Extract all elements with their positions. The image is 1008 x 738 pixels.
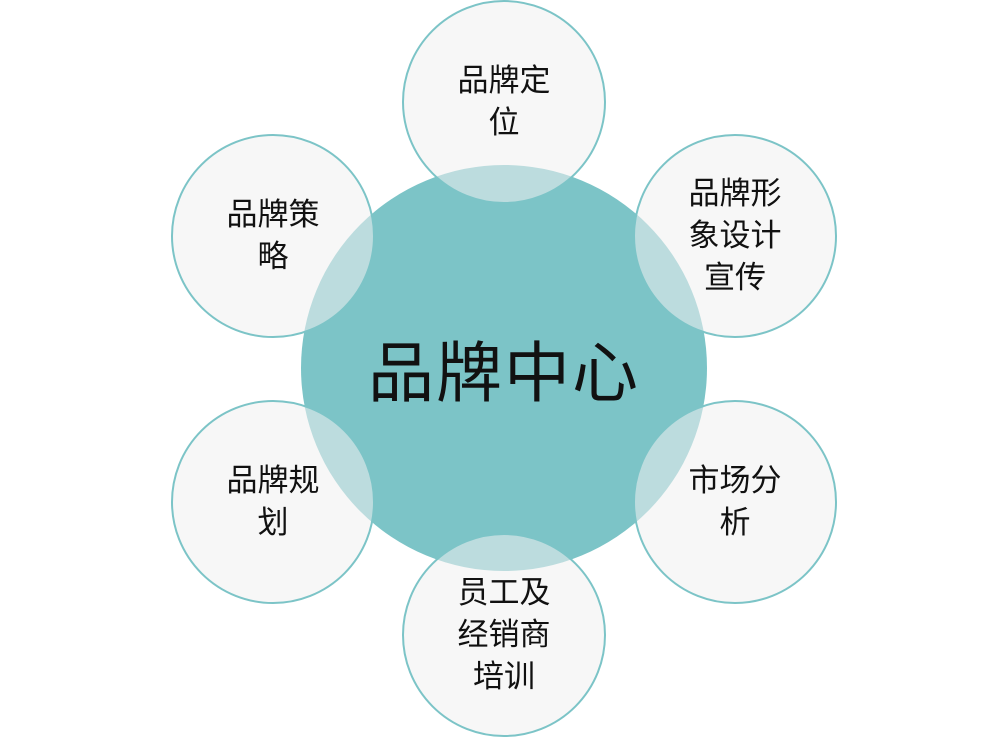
hub-label: 品牌中心 [368,335,640,412]
node-brand-strategy: 品牌策略 [171,134,375,338]
node-label: 品牌规划 [226,463,320,541]
node-brand-planning: 品牌规划 [171,400,375,604]
node-label: 市场分析 [688,463,782,541]
node-label: 品牌策略 [226,197,320,275]
node-market-analysis: 市场分析 [633,400,837,604]
node-label: 品牌形象设计宣传 [688,176,782,296]
node-staff-dealer-training: 员工及经销商培训 [402,533,606,737]
node-label: 品牌定位 [457,63,551,141]
node-label: 员工及经销商培训 [457,575,551,695]
node-brand-positioning: 品牌定位 [402,0,606,204]
node-brand-image-design: 品牌形象设计宣传 [633,134,837,338]
